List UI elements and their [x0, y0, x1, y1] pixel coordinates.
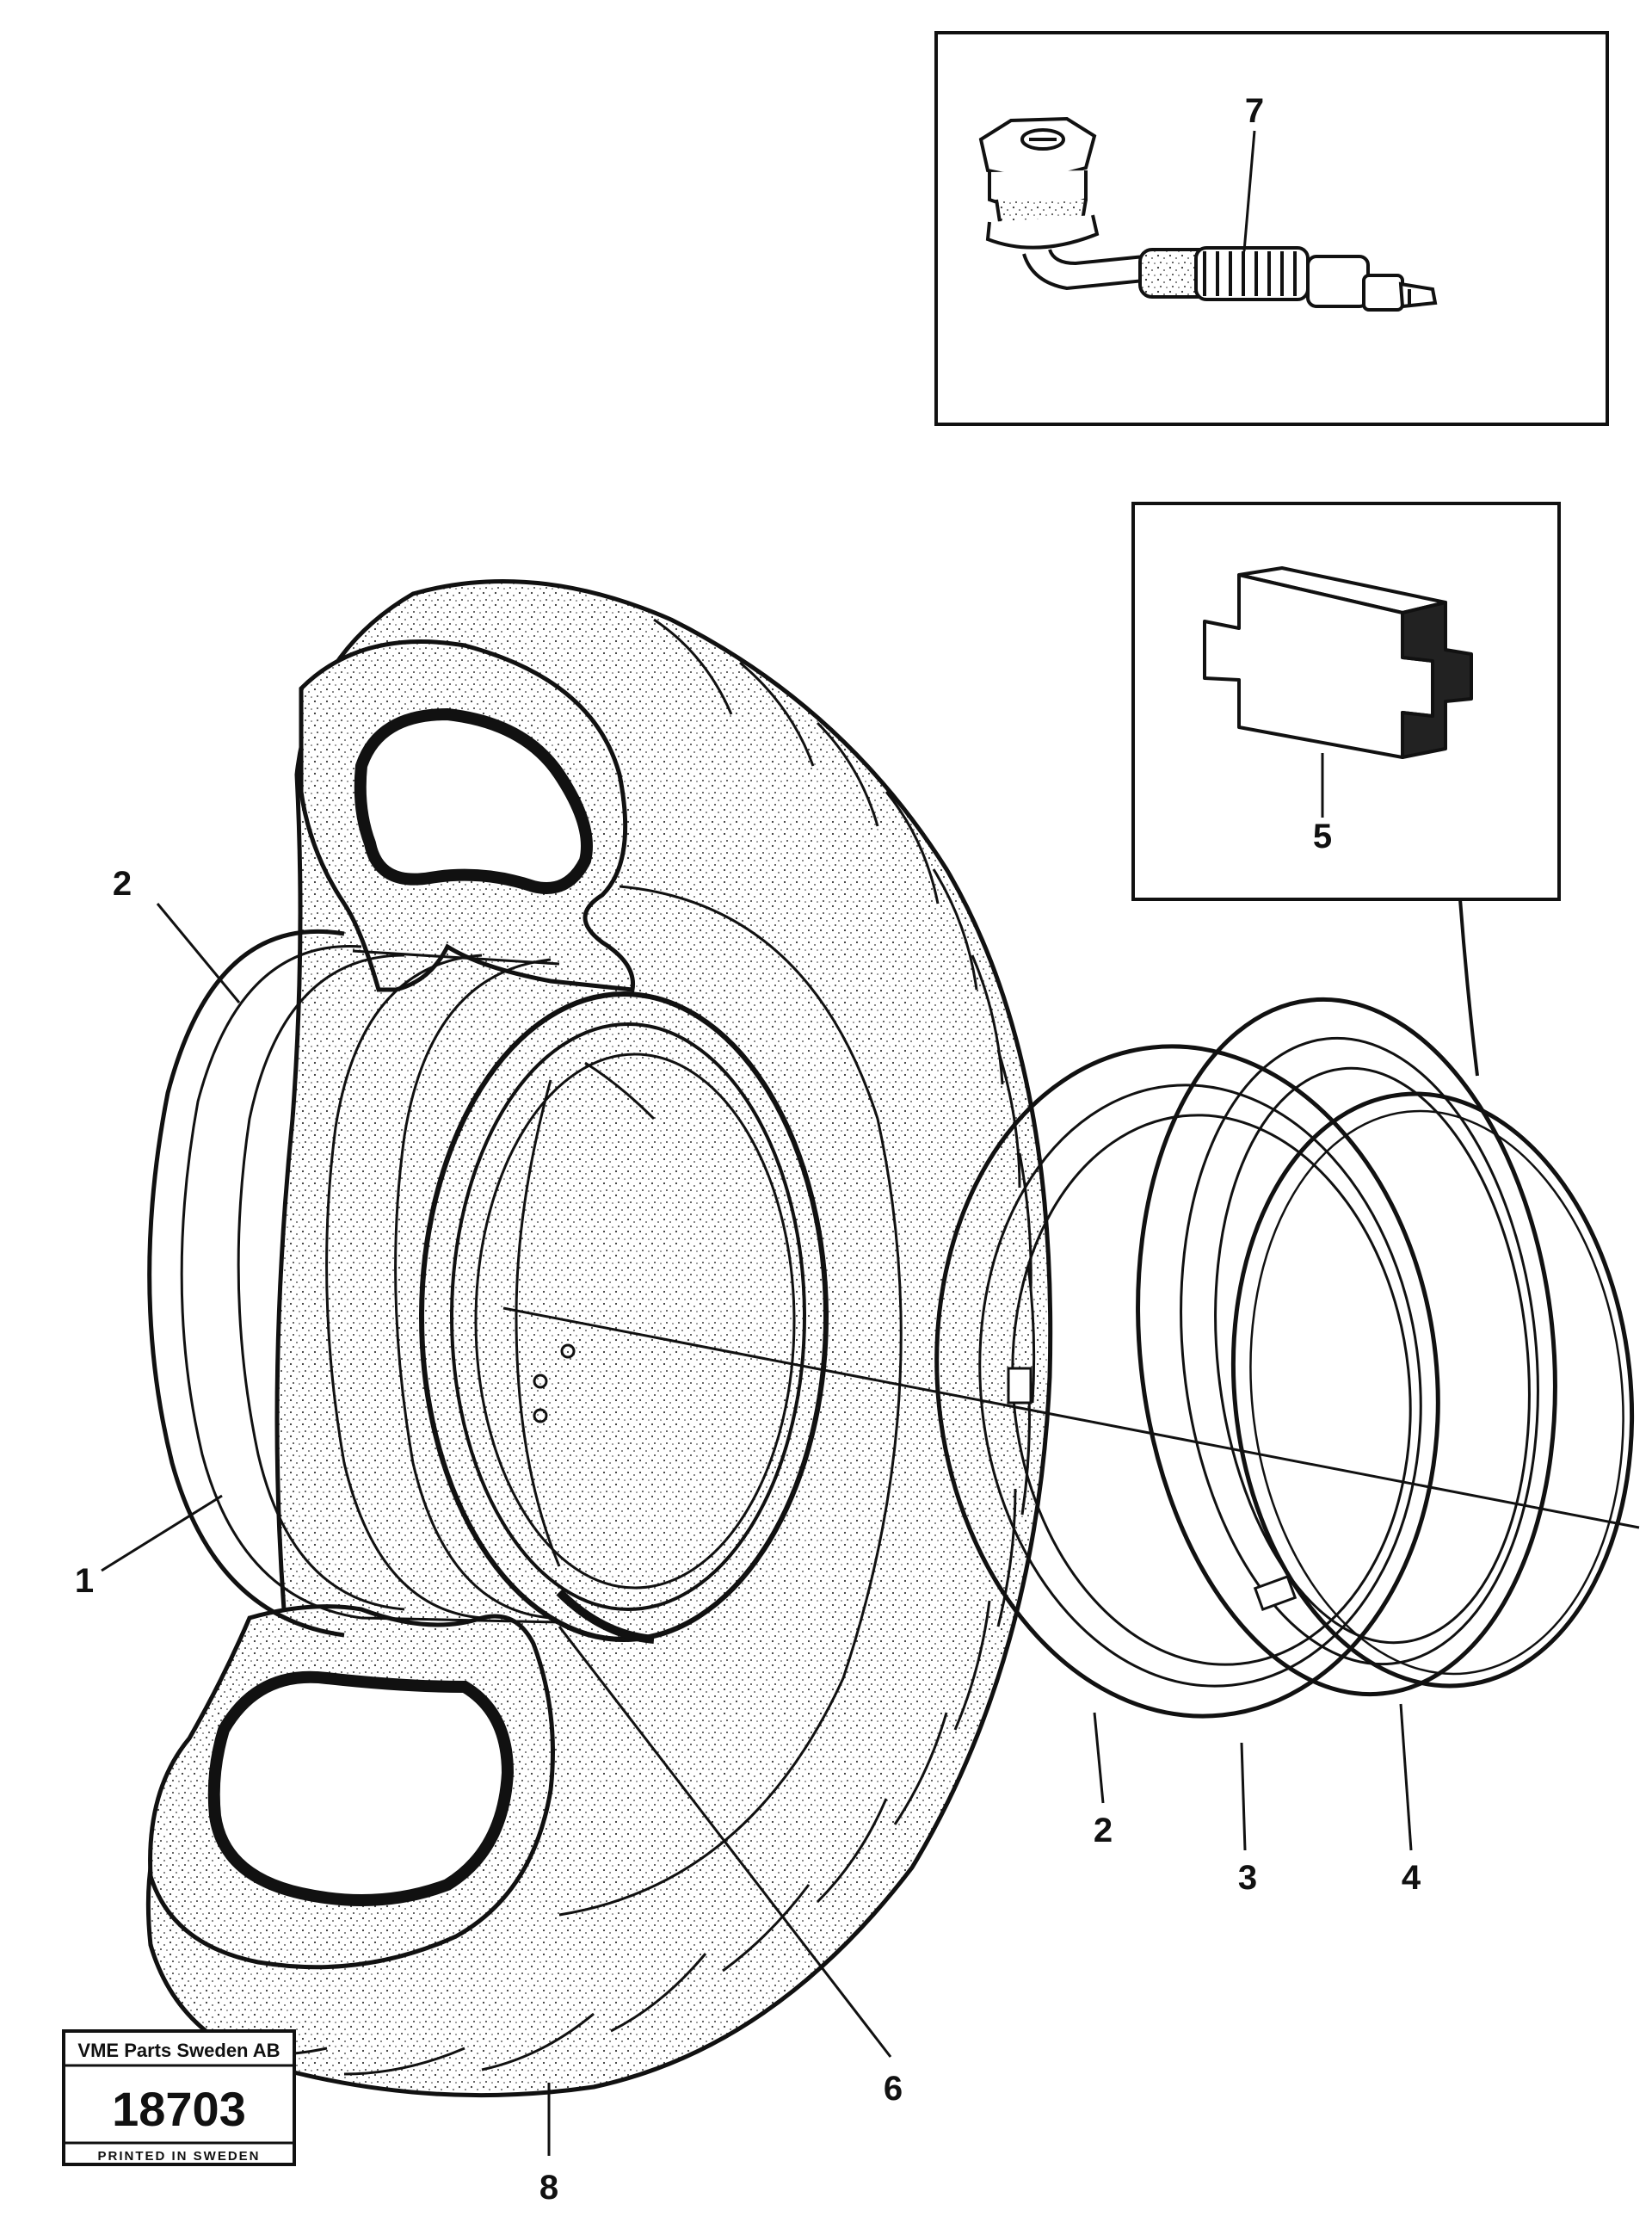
rim-flange-inner [180, 945, 362, 1620]
callout-4: 4 [1402, 1859, 1421, 1897]
rim-ring-front [419, 991, 829, 1642]
leader-1 [101, 1494, 223, 1572]
ring-2 [934, 1044, 1440, 1719]
vme-stamp: VME Parts Sweden AB 18703 PRINTED IN SWE… [62, 2029, 296, 2166]
leader-6 [558, 1626, 892, 2058]
callout-2-bottom: 2 [1094, 1812, 1113, 1849]
center-axis-line [502, 1306, 1640, 1529]
block-inset-frame [1131, 502, 1561, 901]
o-ring [556, 1589, 655, 1644]
callout-7: 7 [1245, 92, 1264, 130]
block-inset: 5 [1131, 502, 1561, 901]
tire-sidewall [558, 885, 903, 1917]
callout-1: 1 [75, 1562, 94, 1600]
leader-3 [1240, 1742, 1247, 1851]
ring-4 [1230, 1091, 1635, 1689]
block-illustration [1203, 566, 1473, 759]
bolt-hole [533, 1408, 548, 1423]
callout-8: 8 [539, 2169, 558, 2207]
leader-2-left [156, 903, 241, 1003]
tire-cavity-top [354, 707, 593, 894]
callout-2-left: 2 [113, 865, 132, 903]
block-connector-line [1458, 898, 1479, 1077]
valve-inset: 7 [934, 31, 1609, 426]
stamp-company: VME Parts Sweden AB [77, 2040, 280, 2061]
valve-inset-frame [934, 31, 1609, 426]
callout-6: 6 [884, 2070, 903, 2108]
valve-slot [1007, 1367, 1032, 1405]
ring-3 [1136, 997, 1557, 1697]
callout-3: 3 [1238, 1859, 1257, 1897]
stamp-printed: PRINTED IN SWEDEN [97, 2149, 260, 2164]
valve-illustration [978, 116, 1438, 312]
callout-5: 5 [1313, 818, 1332, 855]
tire-cavity-bottom [207, 1670, 515, 1906]
leader-2-bottom [1093, 1712, 1105, 1804]
leader-4 [1399, 1703, 1413, 1851]
leader-7 [1242, 130, 1256, 252]
lock-ring-clip [1253, 1575, 1298, 1611]
bolt-hole [533, 1374, 548, 1389]
tire-assembly [145, 579, 1053, 2098]
stamp-number: 18703 [112, 2082, 246, 2136]
wheel-rim [147, 929, 829, 1644]
rim-flange-outer [147, 929, 345, 1638]
callouts [101, 903, 1413, 2156]
rim-components [934, 997, 1635, 1719]
bolt-hole [560, 1343, 576, 1359]
